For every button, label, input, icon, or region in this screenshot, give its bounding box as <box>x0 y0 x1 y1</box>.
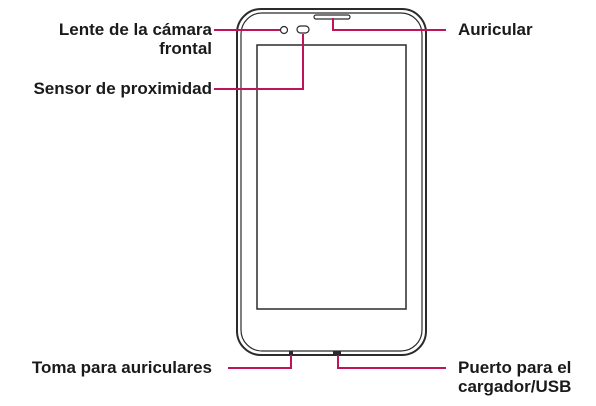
charger-port-callout <box>337 355 446 369</box>
callout-lines <box>214 18 446 369</box>
phone-bezel <box>240 12 423 352</box>
front-camera-label: Lente de la cámara frontal <box>59 20 212 58</box>
charger-port <box>333 351 341 354</box>
front-camera-lens <box>279 25 289 35</box>
headset-jack-label: Toma para auriculares <box>32 358 212 377</box>
proximity-sensor-callout <box>214 34 304 90</box>
front-camera-label-line2: frontal <box>159 39 212 58</box>
charger-port-label-line2: cargador/USB <box>458 377 572 396</box>
earpiece-label: Auricular <box>458 20 533 39</box>
headset-jack-callout <box>228 355 292 369</box>
headset-jack-port <box>289 351 293 354</box>
front-camera-label-line1: Lente de la cámara <box>58 20 212 39</box>
proximity-sensor-label-text: Sensor de proximidad <box>33 79 212 98</box>
charger-port-label-line1: Puerto para el <box>458 358 572 377</box>
earpiece-label-text: Auricular <box>458 20 533 39</box>
proximity-sensor <box>296 25 310 34</box>
earpiece-callout <box>332 18 446 31</box>
headset-jack-label-text: Toma para auriculares <box>31 358 212 377</box>
proximity-sensor-label: Sensor de proximidad <box>33 79 212 98</box>
charger-port-label: Puerto para el cargador/USB <box>458 358 571 396</box>
phone-screen <box>256 44 407 310</box>
